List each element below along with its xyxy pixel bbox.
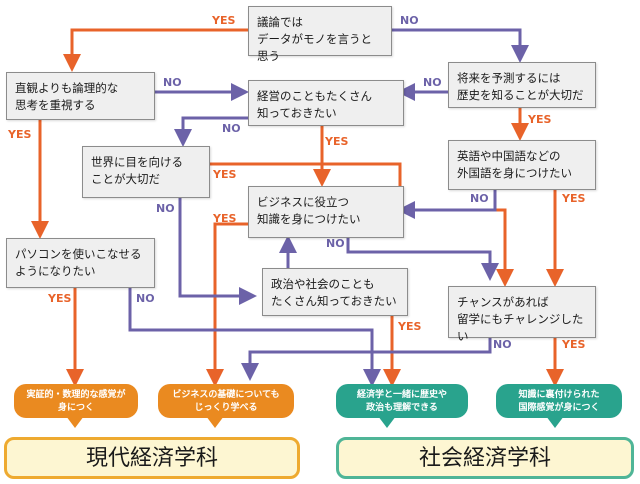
- yes-label: YES: [213, 168, 237, 181]
- result-history-politics: 経済学と一緒に歴史や 政治も理解できる: [336, 384, 468, 418]
- question-study-abroad: チャンスがあれば 留学にもチャレンジしたい: [448, 286, 596, 343]
- edge-q6-no: [397, 190, 497, 219]
- no-label: NO: [156, 202, 175, 215]
- no-label: NO: [136, 292, 155, 305]
- no-label: NO: [400, 14, 419, 27]
- edge-q5-no: [178, 198, 257, 305]
- edge-q1-yes: [63, 28, 248, 72]
- question-politics-society: 政治や社会のことも たくさん知っておきたい: [262, 268, 408, 316]
- edge-q3-no: [174, 116, 248, 147]
- question-logical-thinking: 直観よりも論理的な 思考を重視する: [6, 72, 155, 120]
- yes-label: YES: [8, 128, 32, 141]
- yes-label: YES: [562, 338, 586, 351]
- question-global-view: 世界に目を向ける ことが大切だ: [82, 146, 210, 198]
- edge-q7-yes: [206, 222, 248, 387]
- no-label: NO: [470, 192, 489, 205]
- result-international-sense: 知識に裏付けられた 国際感覚が身につく: [496, 384, 622, 418]
- yes-label: YES: [212, 14, 236, 27]
- edge-q7-no: [346, 238, 499, 281]
- edge-q10-no: [241, 338, 492, 381]
- department-social-economics: 社会経済学科: [336, 437, 634, 479]
- edge-q8-no: [128, 288, 381, 387]
- question-management: 経営のこともたくさん 知っておきたい: [248, 80, 404, 126]
- question-history-prediction: 将来を予測するには 歴史を知ることが大切だ: [448, 62, 596, 108]
- question-foreign-language: 英語や中国語などの 外国語を身につけたい: [448, 140, 596, 190]
- yes-label: YES: [528, 113, 552, 126]
- result-empirical-sense: 実証的・数理的な感覚が 身につく: [14, 384, 138, 418]
- no-label: NO: [222, 122, 241, 135]
- question-data-matters: 議論では データがモノを言うと思う: [248, 6, 392, 63]
- yes-label: YES: [213, 212, 237, 225]
- yes-label: YES: [325, 135, 349, 148]
- edge-q9-no: [270, 235, 297, 272]
- no-label: NO: [163, 76, 182, 89]
- result-business-basics: ビジネスの基礎についても じっくり学べる: [158, 384, 294, 418]
- department-modern-economics: 現代経済学科: [4, 437, 300, 479]
- no-label: NO: [423, 76, 442, 89]
- yes-label: YES: [398, 320, 422, 333]
- question-business-knowledge: ビジネスに役立つ 知識を身につけたい: [248, 186, 404, 238]
- bubble-pointers: [66, 416, 564, 428]
- question-computer-skills: パソコンを使いこなせる ようになりたい: [6, 238, 155, 288]
- no-label: NO: [326, 237, 345, 250]
- edge-q1-no: [392, 28, 529, 63]
- yes-label: YES: [562, 192, 586, 205]
- no-label: NO: [493, 338, 512, 351]
- yes-label: YES: [48, 292, 72, 305]
